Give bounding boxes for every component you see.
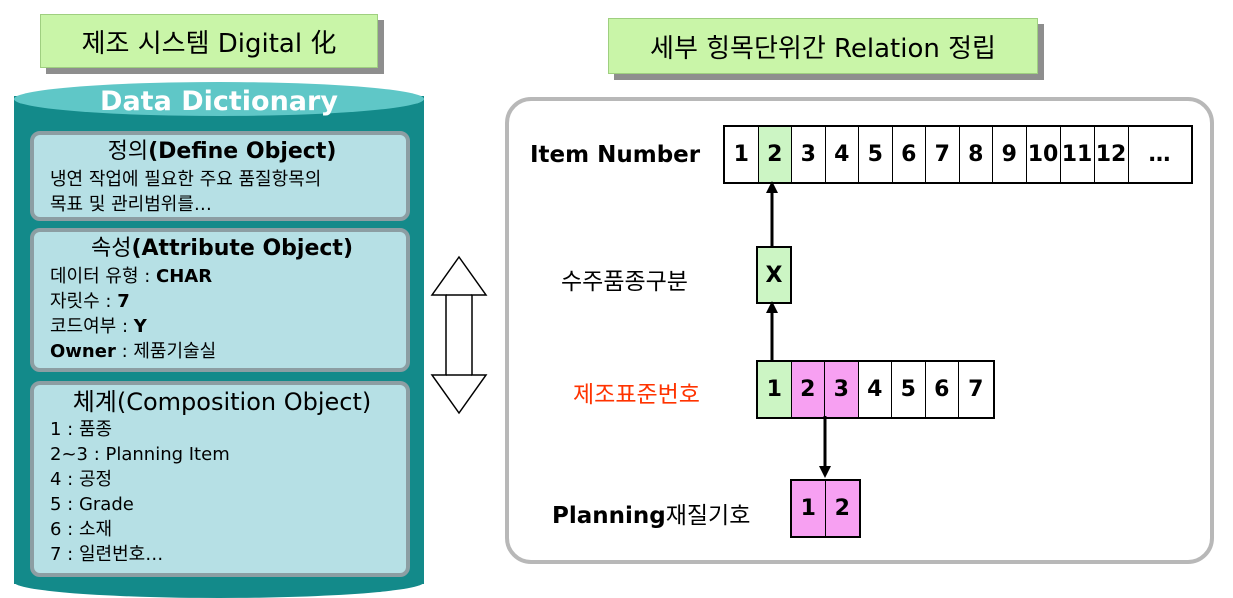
composition-object-panel: 체계(Composition Object) 1 : 품종 2~3 : Plan… <box>30 381 410 577</box>
cell: 4 <box>825 127 859 182</box>
cell: 11 <box>1060 127 1095 182</box>
cell: 1 <box>725 127 759 182</box>
attribute-row-code: 코드여부 : Y <box>50 316 147 337</box>
left-title: 제조 시스템 Digital 化 <box>40 14 378 68</box>
composition-row: 4 : 공정 <box>50 469 113 490</box>
arrow-up-icon <box>766 181 778 248</box>
composition-row: 7 : 일련번호… <box>50 544 164 565</box>
attribute-row-type: 데이터 유형 : CHAR <box>50 266 213 287</box>
composition-row: 6 : 소재 <box>50 519 113 540</box>
define-line-1: 냉연 작업에 필요한 주요 품질항목의 <box>50 169 322 190</box>
define-line-2: 목표 및 관리범위를… <box>50 194 212 215</box>
planning-label: Planning재질기호 <box>552 503 751 529</box>
attribute-heading: 속성(Attribute Object) <box>90 236 354 261</box>
composition-row: 1 : 품종 <box>50 419 113 440</box>
arrow-up-icon <box>766 301 778 360</box>
attribute-row-digits: 자릿수 : 7 <box>50 291 130 312</box>
cell: 1 <box>758 362 792 417</box>
cell: 3 <box>792 127 826 182</box>
cell: 5 <box>892 362 926 417</box>
define-object-panel: 정의(Define Object) 냉연 작업에 필요한 주요 품질항목의 목표… <box>30 131 410 221</box>
composition-row: 5 : Grade <box>50 494 134 515</box>
cell: 8 <box>959 127 993 182</box>
cell: 3 <box>825 362 859 417</box>
order-type-cell: X <box>758 248 790 302</box>
cell: 2 <box>758 127 792 182</box>
item-number-label: Item Number <box>530 142 701 168</box>
data-dictionary-title: Data Dictionary <box>100 86 338 117</box>
cylinder-top <box>14 82 424 116</box>
cell: 2 <box>825 481 859 536</box>
composition-row: 2~3 : Planning Item <box>50 444 230 465</box>
cell: 4 <box>858 362 892 417</box>
cell: 7 <box>959 362 993 417</box>
attribute-row-owner: Owner : 제품기술실 <box>50 341 217 362</box>
double-arrow-icon <box>430 255 488 415</box>
attribute-object-panel: 속성(Attribute Object) 데이터 유형 : CHAR 자릿수 :… <box>30 228 410 372</box>
right-title: 세부 힝목단위간 Relation 정립 <box>608 18 1038 74</box>
cell: 12 <box>1094 127 1129 182</box>
composition-heading: 체계(Composition Object) <box>72 388 372 416</box>
cell: 6 <box>925 362 959 417</box>
order-type-cells: X <box>756 246 792 304</box>
define-heading: 정의(Define Object) <box>107 139 337 164</box>
cell: 2 <box>791 362 825 417</box>
cell: 10 <box>1026 127 1061 182</box>
standard-number-label: 제조표준번호 <box>573 382 700 408</box>
cell: 1 <box>792 481 826 536</box>
cell: 5 <box>859 127 893 182</box>
arrow-down-icon <box>819 416 831 478</box>
cell: 6 <box>892 127 926 182</box>
cell: … <box>1128 127 1191 182</box>
order-type-label: 수주품종구분 <box>561 269 688 295</box>
cell: 7 <box>926 127 960 182</box>
cell: 9 <box>993 127 1027 182</box>
